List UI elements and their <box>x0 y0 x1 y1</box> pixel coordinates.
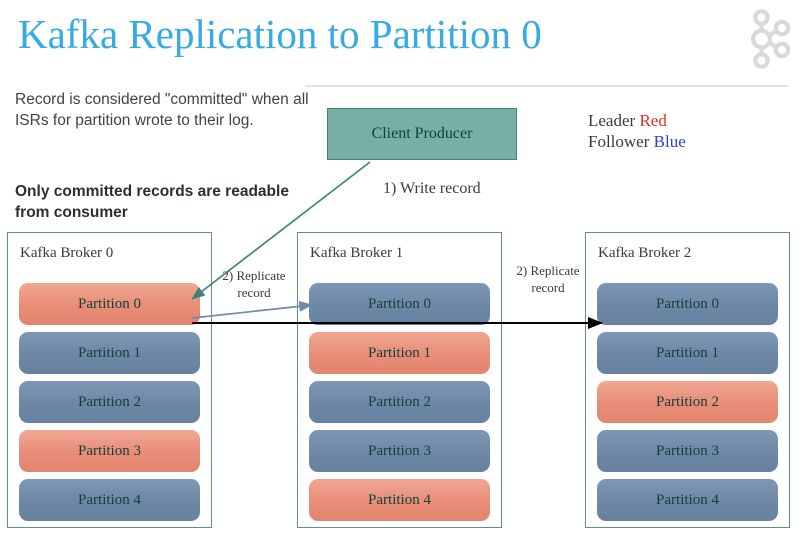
arrow-label-replicate-2: 2) Replicate record <box>516 263 580 295</box>
client-producer-box[interactable]: Client Producer <box>327 108 517 160</box>
legend-leader-label: Leader <box>588 111 636 130</box>
broker-box-1[interactable]: Kafka Broker 1 Partition 0 Partition 1 P… <box>297 232 502 528</box>
legend-follower-color-word: Blue <box>653 132 686 151</box>
description-paragraph: Record is considered "committed" when al… <box>15 91 309 129</box>
partition-row[interactable]: Partition 4 <box>19 479 200 521</box>
partition-row[interactable]: Partition 1 <box>309 332 490 374</box>
partition-row[interactable]: Partition 3 <box>597 430 778 472</box>
partition-row[interactable]: Partition 0 <box>597 283 778 325</box>
partition-row[interactable]: Partition 0 <box>309 283 490 325</box>
description-emphasis: Only committed records are readable from… <box>15 183 289 221</box>
partition-list-0: Partition 0 Partition 1 Partition 2 Part… <box>19 283 200 528</box>
arrow-label-replicate-1: 2) Replicate record <box>222 268 286 300</box>
arrow-label-write-record: 1) Write record <box>383 180 481 197</box>
legend-follower-label: Follower <box>588 132 650 151</box>
partition-row[interactable]: Partition 2 <box>19 381 200 423</box>
partition-list-1: Partition 0 Partition 1 Partition 2 Part… <box>309 283 490 528</box>
broker-box-0[interactable]: Kafka Broker 0 Partition 0 Partition 1 P… <box>7 232 212 528</box>
legend: Leader Red Follower Blue <box>588 110 686 152</box>
partition-row[interactable]: Partition 2 <box>309 381 490 423</box>
partition-row[interactable]: Partition 2 <box>597 381 778 423</box>
kafka-logo-icon <box>744 8 796 70</box>
legend-leader-row: Leader Red <box>588 110 686 131</box>
partition-list-2: Partition 0 Partition 1 Partition 2 Part… <box>597 283 778 528</box>
partition-row[interactable]: Partition 1 <box>597 332 778 374</box>
partition-row[interactable]: Partition 0 <box>19 283 200 325</box>
client-producer-label: Client Producer <box>371 125 473 142</box>
page-title: Kafka Replication to Partition 0 <box>18 11 542 57</box>
broker-title-1: Kafka Broker 1 <box>310 245 404 261</box>
partition-row[interactable]: Partition 1 <box>19 332 200 374</box>
partition-row[interactable]: Partition 3 <box>19 430 200 472</box>
title-divider <box>305 85 788 87</box>
broker-title-2: Kafka Broker 2 <box>598 245 692 261</box>
legend-follower-row: Follower Blue <box>588 131 686 152</box>
broker-title-0: Kafka Broker 0 <box>20 245 114 261</box>
broker-box-2[interactable]: Kafka Broker 2 Partition 0 Partition 1 P… <box>585 232 790 528</box>
partition-row[interactable]: Partition 3 <box>309 430 490 472</box>
partition-row[interactable]: Partition 4 <box>309 479 490 521</box>
legend-leader-color-word: Red <box>639 111 667 130</box>
partition-row[interactable]: Partition 4 <box>597 479 778 521</box>
